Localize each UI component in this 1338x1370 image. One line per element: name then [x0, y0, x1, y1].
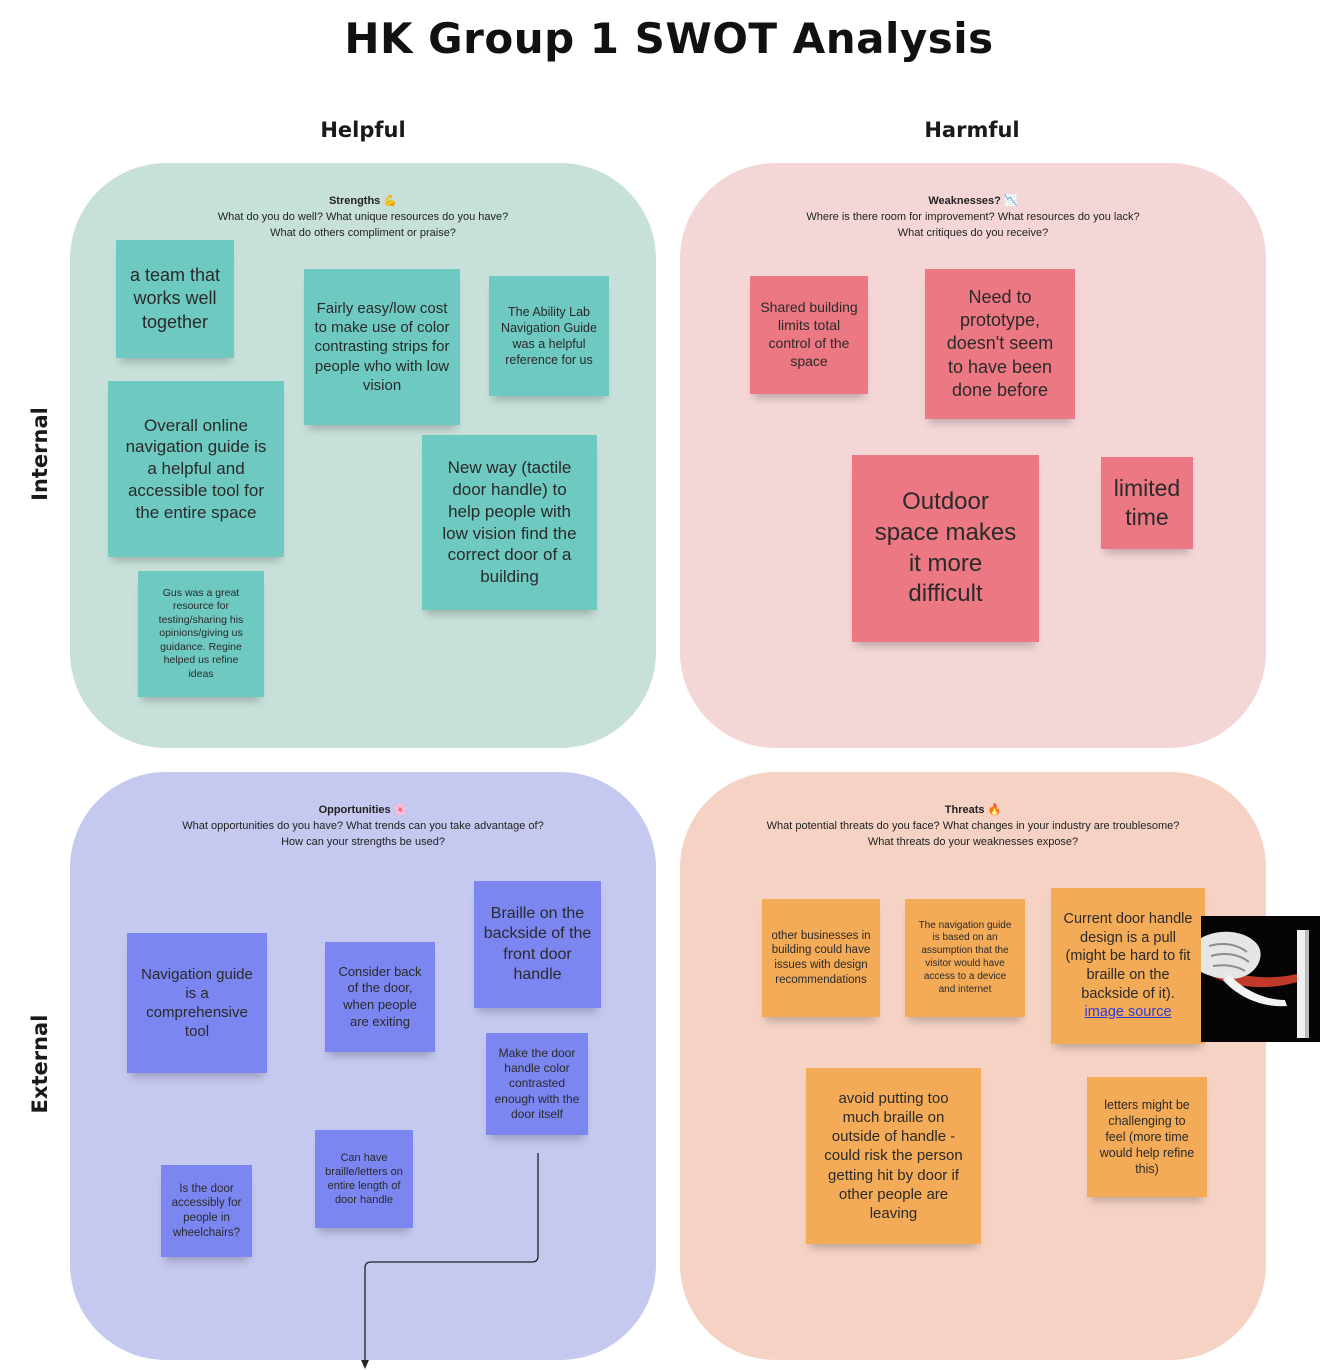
weaknesses-header: Weaknesses? 📉 Where is there room for im… [680, 193, 1266, 241]
strengths-prompt-line-1: What do you do well? What unique resourc… [217, 211, 509, 223]
sticky-note[interactable]: New way (tactile door handle) to help pe… [422, 435, 597, 610]
sticky-note-text: Fairly easy/low cost to make use of colo… [314, 300, 450, 394]
opportunities-header: Opportunities 🌸 What opportunities do yo… [70, 802, 656, 850]
strengths-prompt-line-2: What do others compliment or praise? [270, 227, 456, 239]
sticky-note-text: Current door handle design is a pull (mi… [1061, 910, 1195, 1021]
column-heading-helpful: Helpful [320, 118, 406, 142]
sticky-note[interactable]: Gus was a great resource for testing/sha… [138, 571, 264, 697]
sticky-note-text: Is the door accessibly for people in whe… [171, 1182, 242, 1239]
sticky-note-text-main: Current door handle design is a pull (mi… [1063, 911, 1193, 1002]
sticky-note[interactable]: Make the door handle color contrasted en… [486, 1033, 588, 1135]
strengths-heading: Strengths 💪 [328, 195, 398, 207]
row-heading-internal: Internal [28, 407, 52, 501]
sticky-note[interactable]: Outdoor space makes it more difficult [852, 455, 1039, 642]
threats-prompt-line-2: What threats do your weaknesses expose? [867, 836, 1079, 848]
sticky-note-text: a team that works well together [129, 265, 221, 332]
sticky-note[interactable]: Can have braille/letters on entire lengt… [315, 1130, 413, 1228]
sticky-note[interactable]: Shared building limits total control of … [750, 276, 868, 394]
sticky-note-text: Consider back of the door, when people a… [338, 963, 422, 1029]
weaknesses-prompt-line-2: What critiques do you receive? [897, 227, 1049, 239]
sticky-note-text: Need to prototype, doesn't seem to have … [946, 287, 1054, 400]
threats-header: Threats 🔥 What potential threats do you … [680, 802, 1266, 850]
opportunities-prompt-line-1: What opportunities do you have? What tre… [182, 820, 544, 832]
sticky-note-text: New way (tactile door handle) to help pe… [442, 458, 577, 586]
sticky-note-text: Outdoor space makes it more difficult [874, 488, 1017, 608]
sticky-note-text: other businesses in building could have … [771, 929, 871, 986]
sticky-note-text: Gus was a great resource for testing/sha… [158, 586, 244, 680]
sticky-note[interactable]: Consider back of the door, when people a… [325, 942, 435, 1052]
sticky-note[interactable]: Navigation guide is a comprehensive tool [127, 933, 267, 1073]
door-handle-image [1201, 916, 1320, 1042]
sticky-note[interactable]: Need to prototype, doesn't seem to have … [925, 269, 1075, 419]
sticky-note[interactable]: a team that works well together [116, 240, 234, 358]
page-title: HK Group 1 SWOT Analysis [344, 14, 994, 63]
strengths-header: Strengths 💪 What do you do well? What un… [70, 193, 656, 241]
sticky-note-text: limited time [1113, 474, 1181, 530]
door-handle-drawing [1201, 916, 1320, 1042]
sticky-note[interactable]: Fairly easy/low cost to make use of colo… [304, 269, 460, 425]
sticky-note-text: Make the door handle color contrasted en… [494, 1045, 580, 1122]
sticky-note[interactable]: Is the door accessibly for people in whe… [161, 1165, 252, 1257]
sticky-note[interactable]: The Ability Lab Navigation Guide was a h… [489, 276, 609, 396]
sticky-note[interactable]: Overall online navigation guide is a hel… [108, 381, 284, 557]
sticky-note[interactable]: avoid putting too much braille on outsid… [806, 1068, 981, 1244]
weaknesses-heading: Weaknesses? 📉 [928, 195, 1018, 207]
column-heading-harmful: Harmful [924, 118, 1020, 142]
sticky-note-text: Can have braille/letters on entire lengt… [325, 1151, 403, 1207]
threats-prompt-line-1: What potential threats do you face? What… [766, 820, 1180, 832]
threats-quadrant: Threats 🔥 What potential threats do you … [680, 772, 1266, 1360]
sticky-note-text: Shared building limits total control of … [760, 299, 858, 369]
opportunities-prompt-line-2: How can your strengths be used? [281, 836, 445, 848]
sticky-note-text: avoid putting too much braille on outsid… [824, 1089, 963, 1222]
image-source-link[interactable]: image source [1084, 1004, 1172, 1021]
row-heading-external: External [28, 1014, 52, 1114]
threats-heading: Threats 🔥 [944, 804, 1002, 816]
opportunities-heading: Opportunities 🌸 [318, 804, 408, 816]
sticky-note-text: Overall online navigation guide is a hel… [125, 415, 267, 522]
sticky-note-text: letters might be challenging to feel (mo… [1099, 1098, 1195, 1176]
sticky-note-text: The Ability Lab Navigation Guide was a h… [501, 305, 597, 367]
weaknesses-prompt-line-1: Where is there room for improvement? Wha… [806, 211, 1140, 223]
sticky-note[interactable]: The navigation guide is based on an assu… [905, 899, 1025, 1017]
sticky-note[interactable]: letters might be challenging to feel (mo… [1087, 1077, 1207, 1197]
sticky-note-text: Braille on the backside of the front doo… [483, 904, 592, 983]
sticky-note[interactable]: limited time [1101, 457, 1193, 549]
sticky-note[interactable]: Current door handle design is a pull (mi… [1051, 888, 1205, 1044]
sticky-note[interactable]: Braille on the backside of the front doo… [474, 881, 601, 1008]
sticky-note-text: Navigation guide is a comprehensive tool [141, 965, 253, 1041]
sticky-note-text: The navigation guide is based on an assu… [918, 919, 1012, 995]
sticky-note[interactable]: other businesses in building could have … [762, 899, 880, 1017]
